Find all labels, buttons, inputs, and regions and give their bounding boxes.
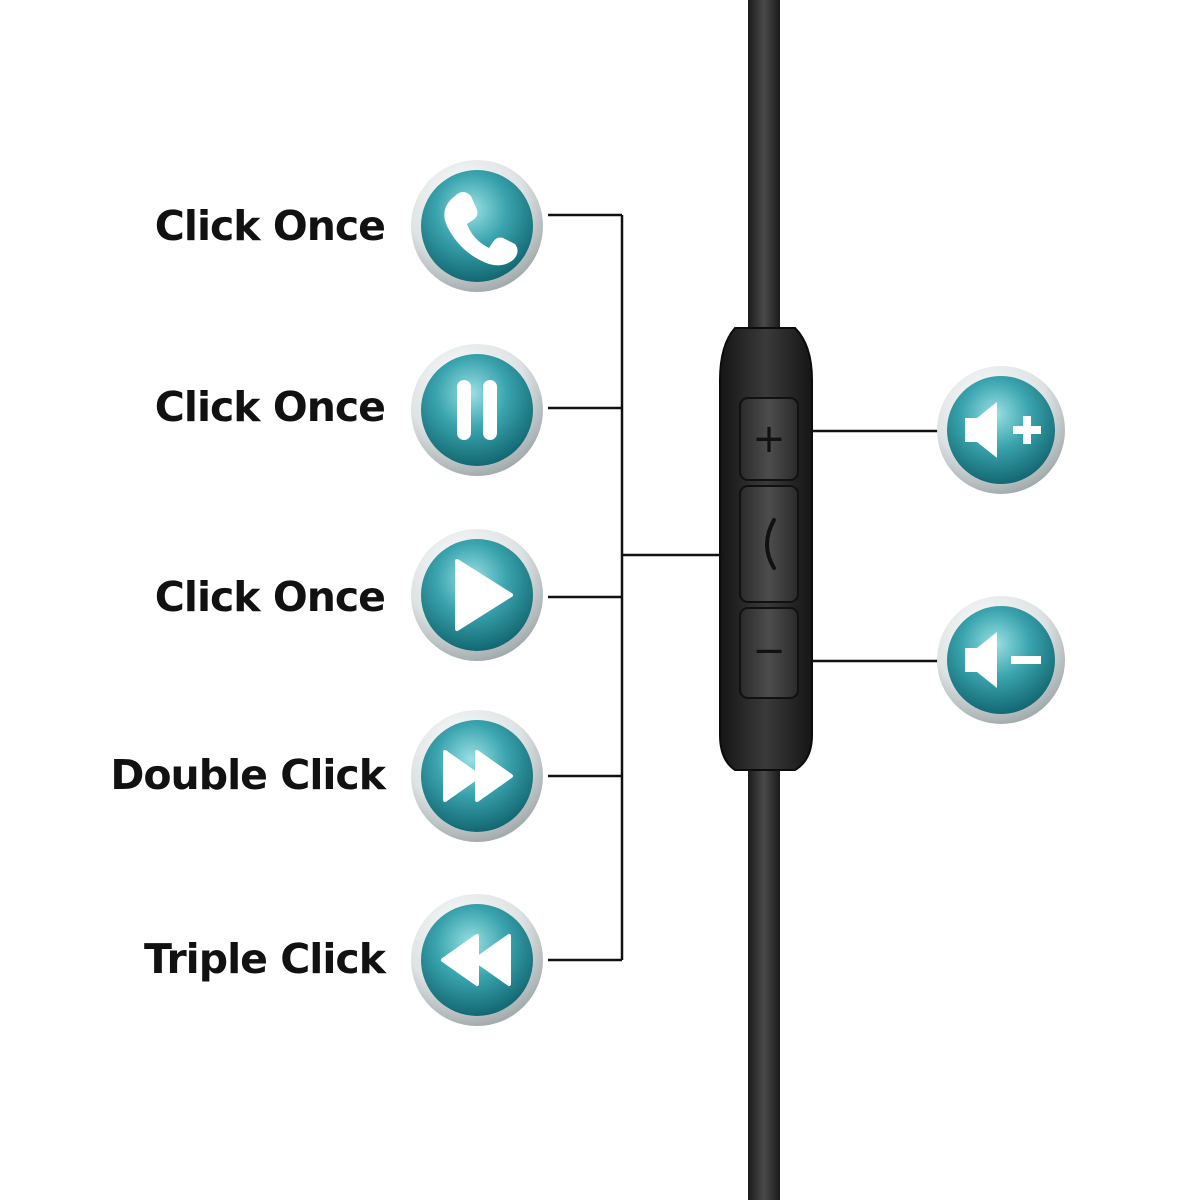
action-label-play: Click Once xyxy=(154,573,386,621)
cable-lower xyxy=(748,760,780,1200)
left-connector-lines xyxy=(548,213,722,962)
fast-forward-icon xyxy=(411,710,543,842)
action-label-previous: Triple Click xyxy=(144,935,386,983)
inline-remote: + − xyxy=(719,327,813,771)
remote-volume-up-button[interactable] xyxy=(739,397,799,481)
remote-center-mark xyxy=(765,518,776,570)
right-connector-lines xyxy=(812,429,940,663)
remote-minus-symbol: − xyxy=(752,628,786,674)
volume-down-icon xyxy=(937,596,1065,724)
remote-volume-down-button[interactable] xyxy=(739,607,799,699)
cable-upper xyxy=(748,0,780,340)
pause-icon xyxy=(411,344,543,476)
action-label-next: Double Click xyxy=(110,751,386,799)
volume-up-icon xyxy=(937,366,1065,494)
remote-plus-symbol: + xyxy=(752,416,786,462)
action-label-call: Click Once xyxy=(154,202,386,250)
rewind-icon xyxy=(411,894,543,1026)
action-label-pause: Click Once xyxy=(154,383,386,431)
phone-icon xyxy=(411,160,543,292)
play-icon xyxy=(411,529,543,661)
